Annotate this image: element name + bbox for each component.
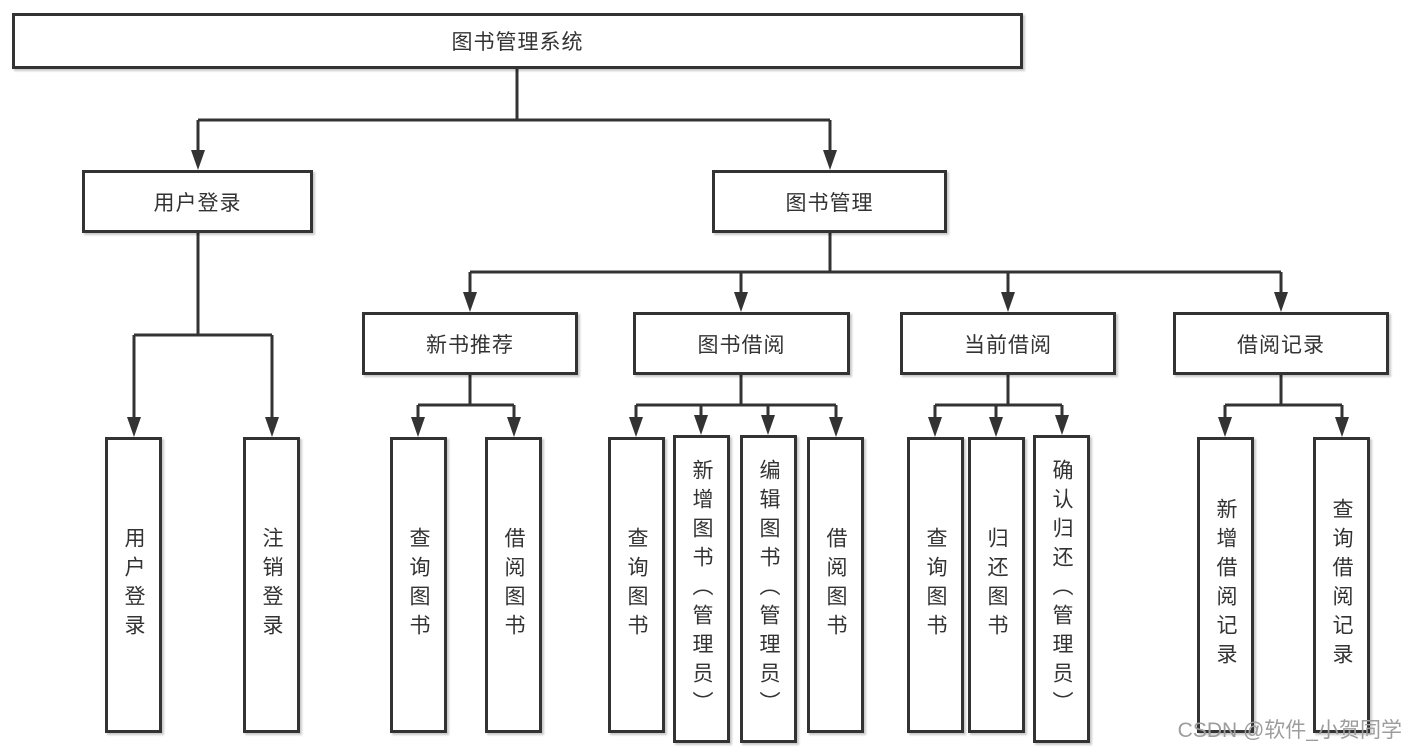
node-new-book-recommend: 新书推荐 [362,312,578,375]
node-label: 查询图书 [407,527,430,643]
leaf-add-book-admin: 新增图书（管理员） [673,435,730,743]
node-label: 借阅图书 [502,527,525,643]
node-user-login: 用户登录 [82,170,313,233]
node-label: 用户登录 [122,527,145,643]
leaf-query-books-current: 查询图书 [907,437,964,733]
node-label: 用户登录 [153,191,242,215]
leaf-borrow-books-borrowing: 借阅图书 [807,437,864,733]
leaf-query-books-borrowing: 查询图书 [608,437,665,733]
node-label: 新增图书（管理员） [690,458,713,720]
node-current-borrowing: 当前借阅 [900,312,1116,375]
node-book-management: 图书管理 [712,170,947,233]
leaf-borrow-books-newbooks: 借阅图书 [485,437,542,733]
node-label: 新书推荐 [426,333,514,357]
node-label: 查询图书 [625,527,648,643]
node-label: 归还图书 [985,527,1008,643]
node-label: 注销登录 [260,527,283,643]
leaf-query-borrow-record: 查询借阅记录 [1313,437,1370,733]
node-label: 当前借阅 [964,333,1052,357]
leaf-confirm-return-admin: 确认归还（管理员） [1033,435,1090,743]
node-label: 确认归还（管理员） [1050,458,1073,720]
csdn-watermark: CSDN @软件_小贺同学 [1177,719,1402,742]
node-label: 查询图书 [924,527,947,643]
node-label: 编辑图书（管理员） [757,458,780,720]
node-label: 图书管理 [785,191,874,215]
leaf-edit-book-admin: 编辑图书（管理员） [740,435,797,743]
leaf-return-book: 归还图书 [968,437,1025,733]
node-borrowing-records: 借阅记录 [1173,312,1389,375]
leaf-add-borrow-record: 新增借阅记录 [1197,437,1254,733]
node-label: 新增借阅记录 [1214,498,1237,672]
node-label: 借阅图书 [824,527,847,643]
node-label: 图书借阅 [697,333,786,357]
node-book-borrowing: 图书借阅 [633,312,850,375]
node-label: 图书管理系统 [451,31,584,54]
leaf-query-books-newbooks: 查询图书 [390,437,447,733]
leaf-user-login: 用户登录 [105,437,162,733]
node-label: 借阅记录 [1237,333,1325,357]
leaf-logout: 注销登录 [243,437,300,733]
node-library-management-system: 图书管理系统 [12,13,1023,69]
node-label: 查询借阅记录 [1330,498,1353,672]
